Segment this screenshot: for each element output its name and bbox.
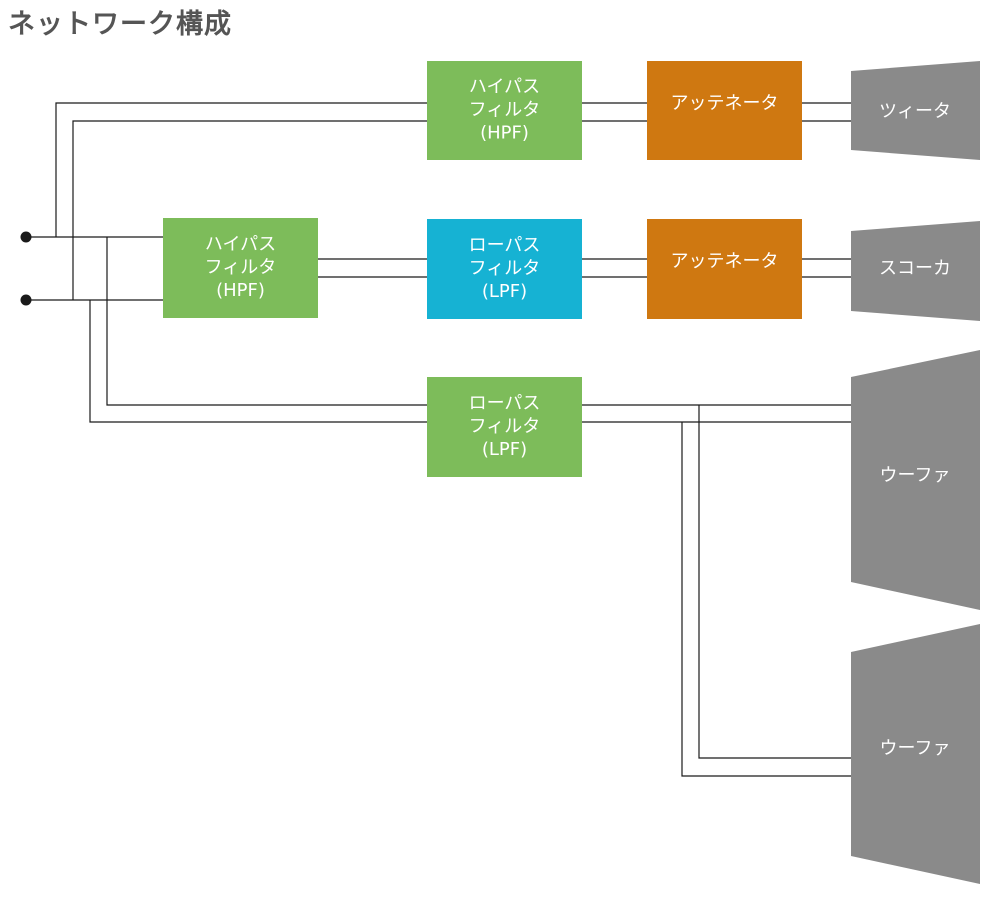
block-label-mid-lpf: ローパスフィルタ(LPF) bbox=[469, 235, 541, 302]
block-label-line: フィルタ bbox=[469, 258, 541, 279]
block-label-mid-att: アッテネータ bbox=[671, 251, 779, 272]
block-squawker-attenuator: アッテネータ bbox=[647, 219, 802, 319]
block-label-line: (LPF) bbox=[482, 439, 527, 460]
speaker-label-woofer-1: ウーファ bbox=[880, 465, 951, 486]
speaker-label-woofer-2: ウーファ bbox=[880, 738, 951, 759]
block-label-tw-hpf: ハイパスフィルタ(HPF) bbox=[469, 77, 541, 144]
block-label-line: ローパス bbox=[469, 235, 541, 256]
block-label-line: アッテネータ bbox=[671, 251, 779, 272]
block-label-line: ローパス bbox=[469, 393, 541, 414]
block-woofer-lpf: ローパスフィルタ(LPF) bbox=[427, 377, 582, 477]
wire-woof-w2-bottom bbox=[681, 422, 851, 777]
block-label-line: (LPF) bbox=[482, 281, 527, 302]
input-terminal-negative bbox=[20, 294, 32, 306]
wire-woofer-bottom bbox=[89, 300, 427, 423]
block-tweeter-attenuator: アッテネータ bbox=[647, 61, 802, 160]
block-label-mid-hpf: ハイパスフィルタ(HPF) bbox=[205, 234, 277, 301]
wire-tweeter-top bbox=[55, 102, 427, 237]
block-squawker-hpf: ハイパスフィルタ(HPF) bbox=[163, 218, 318, 318]
speaker-squawker: スコーカ bbox=[851, 221, 980, 321]
block-label-line: フィルタ bbox=[469, 416, 541, 437]
block-label-line: フィルタ bbox=[205, 257, 277, 278]
block-label-tw-att: アッテネータ bbox=[671, 93, 779, 114]
wires bbox=[26, 102, 851, 777]
block-tweeter-hpf: ハイパスフィルタ(HPF) bbox=[427, 61, 582, 160]
block-label-woof-lpf: ローパスフィルタ(LPF) bbox=[469, 393, 541, 460]
block-squawker-lpf: ローパスフィルタ(LPF) bbox=[427, 219, 582, 319]
wire-woof-w2-top bbox=[698, 405, 851, 759]
speaker-label-squawker: スコーカ bbox=[879, 258, 951, 279]
wire-tweeter-bottom bbox=[72, 120, 427, 300]
speaker-tweeter: ツィータ bbox=[851, 61, 980, 160]
block-label-line: ハイパス bbox=[469, 77, 540, 98]
wire-woofer-top bbox=[106, 237, 427, 406]
speaker-woofer-2: ウーファ bbox=[851, 624, 980, 884]
page-title: ネットワーク構成 bbox=[8, 9, 232, 40]
input-terminal-positive bbox=[20, 231, 32, 243]
block-label-line: フィルタ bbox=[469, 100, 541, 121]
block-label-line: アッテネータ bbox=[671, 93, 779, 114]
block-label-line: ハイパス bbox=[205, 234, 276, 255]
speaker-label-tweeter: ツィータ bbox=[879, 101, 951, 122]
block-label-line: (HPF) bbox=[480, 123, 529, 144]
speaker-woofer-1: ウーファ bbox=[851, 350, 980, 610]
block-label-line: (HPF) bbox=[216, 280, 265, 301]
